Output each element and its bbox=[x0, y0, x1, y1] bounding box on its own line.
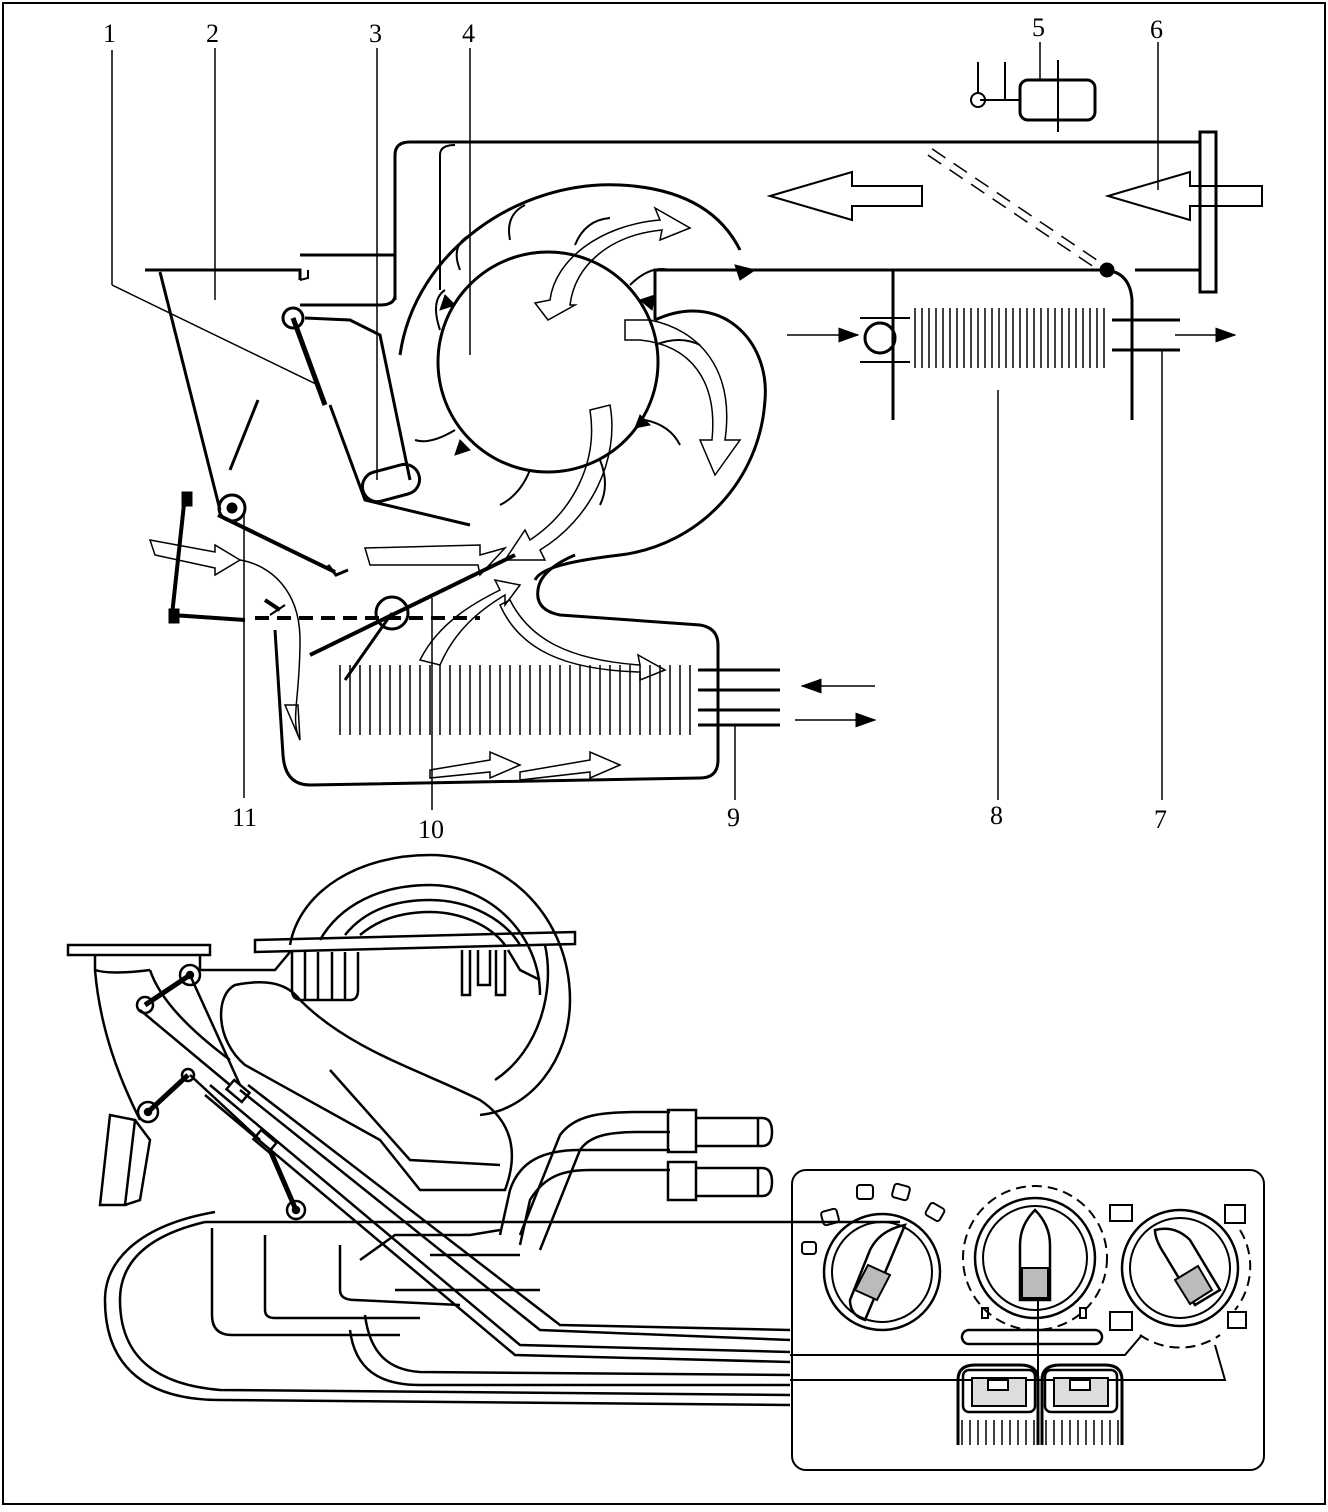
duct-inlet-flange bbox=[1198, 130, 1218, 294]
fan-speed-1-icon bbox=[820, 1207, 840, 1227]
duct-outer-top bbox=[393, 140, 1200, 300]
fan-speed-0-icon bbox=[801, 1241, 817, 1255]
airflow-arrow-inlet bbox=[1104, 170, 1263, 222]
callout-7: 7 bbox=[1154, 805, 1167, 834]
hose-clamp-1 bbox=[666, 1108, 698, 1154]
blower-fan bbox=[398, 183, 767, 581]
control-panel bbox=[790, 1169, 1265, 1471]
callout-5: 5 bbox=[1032, 13, 1045, 42]
intake-funnel bbox=[145, 253, 471, 527]
plate-slots bbox=[290, 949, 541, 1002]
panel-frame bbox=[791, 1169, 1265, 1471]
callout-labels: 1 2 3 4 5 6 7 8 9 10 11 bbox=[103, 13, 1167, 844]
duct-body bbox=[219, 980, 514, 1192]
fan-speed-knob bbox=[801, 1182, 946, 1332]
callout-3: 3 bbox=[369, 19, 382, 48]
ac-button bbox=[960, 1328, 1104, 1346]
blower-housing bbox=[288, 853, 572, 1117]
fan-rotor bbox=[436, 250, 660, 474]
leader-lines bbox=[111, 42, 1163, 810]
recirculation-flap bbox=[927, 148, 1115, 278]
hose-end-2 bbox=[696, 1166, 774, 1198]
air-distribution-knob bbox=[1109, 1204, 1252, 1349]
bottom-assembly bbox=[66, 853, 900, 1407]
evaporator-section bbox=[787, 270, 1237, 420]
top-plate bbox=[253, 930, 577, 954]
cable-levers bbox=[956, 1363, 1124, 1445]
fan-speed-2-icon bbox=[856, 1184, 874, 1200]
airflow-arrow-duct bbox=[766, 170, 923, 222]
lower-inlet bbox=[98, 1113, 137, 1207]
callout-9: 9 bbox=[727, 803, 740, 832]
fan-speed-3-icon bbox=[891, 1182, 911, 1202]
callout-10: 10 bbox=[418, 815, 444, 844]
fan-speed-4-icon bbox=[924, 1202, 946, 1222]
callout-2: 2 bbox=[206, 19, 219, 48]
hose-clamp-2 bbox=[666, 1160, 698, 1202]
floor-defrost-mode-icon bbox=[1227, 1311, 1247, 1329]
floor-mode-icon bbox=[1109, 1311, 1133, 1331]
inlet-flange-top bbox=[66, 943, 212, 957]
hose-end-1 bbox=[696, 1116, 774, 1148]
callout-4: 4 bbox=[462, 19, 475, 48]
evaporator-fins bbox=[914, 308, 1105, 368]
face-mode-icon bbox=[1224, 1204, 1246, 1224]
top-schematic bbox=[111, 42, 1263, 810]
callout-11: 11 bbox=[232, 803, 257, 832]
windscreen-mode-icon bbox=[1109, 1204, 1133, 1222]
callout-8: 8 bbox=[990, 801, 1003, 830]
callout-1: 1 bbox=[103, 19, 116, 48]
heater-fins bbox=[339, 665, 691, 735]
mix-flap bbox=[309, 553, 516, 657]
heater-core-section bbox=[148, 491, 877, 787]
linkage-rods bbox=[135, 963, 791, 1364]
callout-6: 6 bbox=[1150, 15, 1163, 44]
temperature-knob bbox=[960, 1185, 1108, 1346]
actuator-box bbox=[970, 60, 1097, 132]
